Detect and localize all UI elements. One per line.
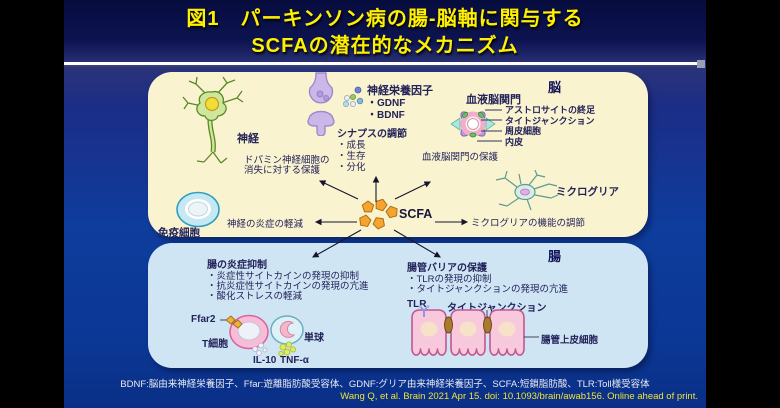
scfa-label: SCFA — [399, 207, 433, 221]
neuron-icon — [182, 76, 244, 164]
gut-inflammation-item-2: ・抗炎症性サイトカインの発現の亢進 — [207, 281, 369, 293]
epithelium-icon — [411, 305, 525, 356]
gut-barrier-item-1: ・TLRの発現の抑制 — [407, 274, 492, 285]
bbb-label-astrocyte-endfeet: アストロサイトの終足 — [505, 105, 596, 115]
title-divider-endcap — [697, 60, 705, 68]
trophic-item-bdnf: ・BDNF — [367, 110, 405, 121]
il10-label: IL-10 — [253, 355, 277, 366]
bbb-labels: アストロサイトの終足 タイトジャンクション 周皮細胞 内皮 — [505, 105, 595, 147]
bbb-label-endothelium: 内皮 — [505, 136, 524, 147]
trophic-factor-block: 神経栄養因子 ・GDNF ・BDNF — [367, 84, 433, 122]
abbreviation-note: BDNF:脳由来神経栄養因子、Ffar:遊離脂肪酸受容体、GDNF:グリア由来神… — [120, 379, 650, 390]
synapse-icon — [307, 72, 335, 136]
title-divider-line — [64, 62, 698, 65]
t-cell-label: T細胞 — [202, 339, 229, 350]
immune-cell-label: 免疫細胞 — [158, 227, 200, 239]
gut-barrier-heading: 腸管バリアの保護 — [407, 263, 487, 274]
citation: Wang Q, et al. Brain 2021 Apr 15. doi: 1… — [340, 391, 698, 402]
gut-panel — [148, 243, 648, 368]
epithelium-label: 腸管上皮細胞 — [541, 335, 599, 346]
t-cell-icon — [225, 314, 269, 350]
bbb-label-pericyte: 周皮細胞 — [505, 126, 542, 137]
bbb-protection-note: 血液脳関門の保護 — [422, 152, 499, 163]
gut-inflammation-item-3: ・酸化ストレスの軽減 — [207, 291, 303, 303]
trophic-item-gdnf: ・GDNF — [367, 98, 406, 109]
neuroinflammation-note: 神経の炎症の軽減 — [227, 219, 304, 230]
synapse-item-survival: ・生存 — [337, 150, 366, 162]
tight-junction-label: タイトジャンクション — [447, 303, 547, 314]
gut-region-label: 腸 — [548, 249, 564, 264]
bbb-label-tight-junction: タイトジャンクション — [505, 115, 595, 126]
figure-title-line1: 図1 パーキンソン病の腸-脳軸に関与する — [186, 8, 584, 30]
microglia-icon — [495, 170, 559, 211]
tlr-label: TLR — [407, 299, 427, 310]
synapse-item-growth: ・成長 — [337, 140, 366, 151]
synapse-heading: シナプスの調節 — [337, 129, 407, 140]
neuron-label: 神経 — [237, 133, 259, 145]
gut-barrier-item-2: ・タイトジャンクションの発現の亢進 — [407, 284, 569, 296]
microglia-label: ミクログリア — [556, 186, 619, 198]
trophic-factor-dots-icon — [343, 86, 364, 107]
cytokine-dots-icon — [252, 341, 297, 357]
synapse-regulation-block: シナプスの調節 ・成長 ・生存 ・分化 — [337, 128, 407, 173]
ffar2-label: Ffar2 — [191, 314, 216, 325]
slide: 図1 パーキンソン病の腸-脳軸に関与する SCFAの潜在的なメカニズム 脳 神経… — [64, 0, 706, 408]
trophic-heading: 神経栄養因子 — [367, 85, 433, 97]
bbb-heading: 血液脳関門 — [466, 94, 521, 106]
gut-barrier-block: 腸管バリアの保護 ・TLRの発現の抑制 ・タイトジャンクションの発現の亢進 — [407, 262, 568, 295]
gut-inflammation-item-1: ・炎症性サイトカインの発現の抑制 — [207, 271, 360, 282]
gut-inflammation-heading: 腸の炎症抑制 — [207, 260, 267, 271]
blood-brain-barrier-icon — [450, 111, 496, 138]
monocyte-label: 単球 — [304, 333, 324, 344]
figure-title-line2: SCFAの潜在的なメカニズム — [251, 35, 519, 57]
brain-region-label: 脳 — [548, 80, 564, 95]
scfa-cluster-icon — [358, 198, 399, 231]
tnfa-label: TNF-α — [280, 355, 309, 366]
immune-cell-icon — [176, 191, 220, 228]
microglia-note: ミクログリアの機能の調節 — [471, 218, 586, 229]
gut-inflammation-block: 腸の炎症抑制 ・炎症性サイトカインの発現の抑制 ・抗炎症性サイトカインの発現の亢… — [207, 259, 369, 303]
figure-title: 図1 パーキンソン病の腸-脳軸に関与する SCFAの潜在的なメカニズム — [64, 6, 706, 60]
synapse-item-differentiation: ・分化 — [337, 161, 366, 173]
dopamine-protection-note: ドパミン神経細胞の 消失に対する保護 — [244, 155, 330, 177]
